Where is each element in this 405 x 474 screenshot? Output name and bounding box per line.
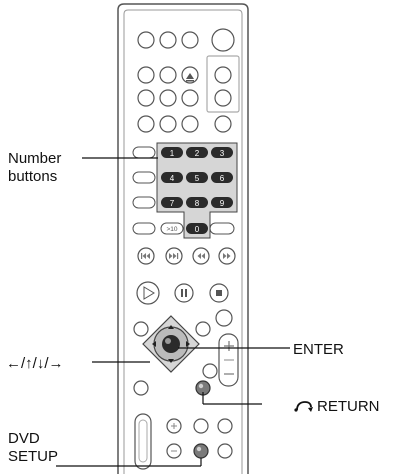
number-key-9[interactable]: 9 (211, 197, 233, 208)
number-key-0-label: 0 (195, 225, 200, 234)
dvd-setup-label-line1: DVD (8, 430, 40, 447)
dvd-setup-label: DVD SETUP (8, 430, 58, 466)
number-key-1[interactable]: 1 (161, 147, 183, 158)
plus-icon (224, 341, 234, 351)
number-key-1-label: 1 (170, 149, 175, 158)
number-key-5-label: 5 (195, 174, 200, 183)
number-key-2-label: 2 (195, 149, 200, 158)
number-key-7-label: 7 (170, 199, 175, 208)
rewind-icon (197, 253, 205, 259)
down-arrow-icon (168, 359, 174, 363)
pause-icon (181, 289, 187, 297)
enter-button[interactable] (162, 335, 180, 353)
skip-forward-icon (169, 253, 179, 259)
ten-plus-key-label: >10 (166, 226, 177, 233)
number-key-3-label: 3 (220, 149, 225, 158)
number-buttons-label-line2: buttons (8, 168, 58, 185)
bottom-controls (134, 413, 233, 470)
number-key-4[interactable]: 4 (161, 172, 183, 183)
number-buttons-label: Number buttons (8, 150, 61, 186)
fast-forward-icon (223, 253, 231, 259)
return-label: RETURN (293, 398, 380, 416)
volume-rocker[interactable] (218, 333, 239, 387)
number-key-9-label: 9 (220, 199, 225, 208)
enter-label: ENTER (293, 341, 344, 358)
stop-button[interactable] (209, 283, 229, 303)
leader-lines (56, 157, 290, 467)
number-key-0[interactable]: 0 (186, 223, 208, 234)
dpad-surround-buttons (133, 321, 218, 396)
pause-button[interactable] (174, 283, 194, 303)
number-buttons-label-line1: Number (8, 150, 62, 167)
return-icon (294, 401, 313, 412)
left-arrow-icon (152, 341, 156, 347)
number-key-3[interactable]: 3 (211, 147, 233, 158)
number-key-6-label: 6 (220, 174, 225, 183)
number-keypad (132, 142, 238, 239)
number-key-7[interactable]: 7 (161, 197, 183, 208)
number-key-8[interactable]: 8 (186, 197, 208, 208)
right-arrow-icon (186, 341, 190, 347)
number-key-8-label: 8 (195, 199, 200, 208)
number-key-6[interactable]: 6 (211, 172, 233, 183)
dvd-setup-button[interactable] (193, 443, 209, 459)
skip-back-icon (141, 253, 150, 259)
play-icon (143, 286, 155, 300)
play-button[interactable] (136, 281, 160, 305)
number-key-4-label: 4 (170, 174, 175, 183)
arrow-buttons-label: ←/↑/↓/→ (6, 355, 64, 372)
number-key-2[interactable]: 2 (186, 147, 208, 158)
up-arrow-icon (168, 325, 174, 329)
dvd-setup-label-line2: SETUP (8, 448, 59, 465)
return-label-text: RETURN (317, 398, 380, 415)
stop-icon (216, 290, 222, 296)
eject-icon (186, 73, 194, 82)
ten-plus-key[interactable]: >10 (160, 222, 184, 235)
number-key-5[interactable]: 5 (186, 172, 208, 183)
